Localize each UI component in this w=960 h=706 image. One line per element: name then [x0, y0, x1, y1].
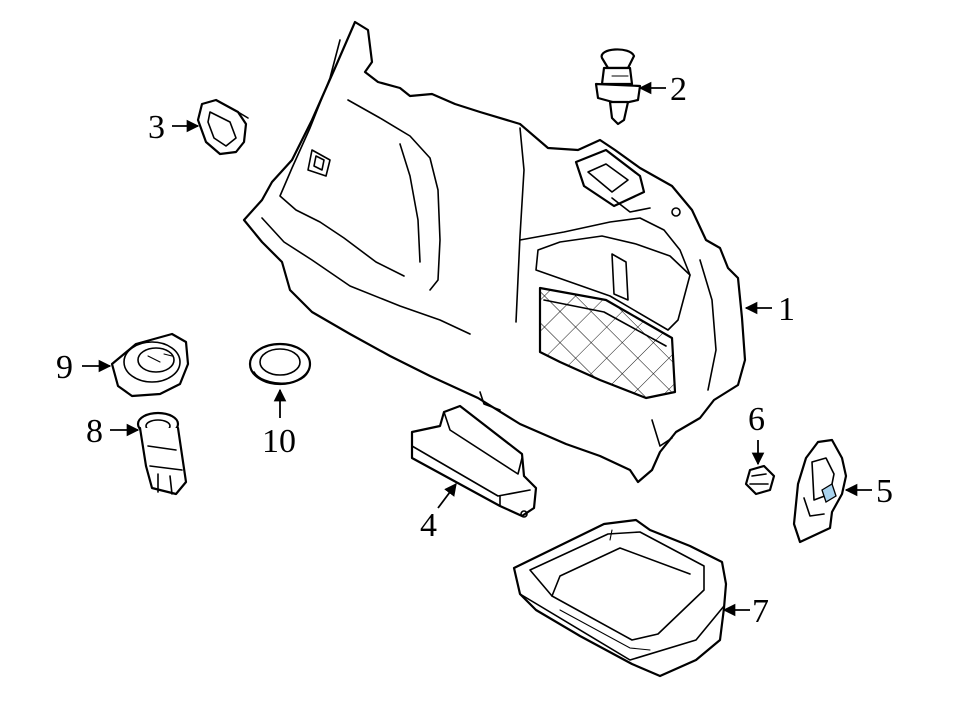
- part-4-trim-bracket[interactable]: [410, 404, 538, 518]
- callout-2: 2: [670, 71, 687, 108]
- leader-lines: [82, 81, 872, 617]
- part-2-push-retainer[interactable]: [594, 48, 642, 126]
- part-6-clip-nut[interactable]: [744, 464, 776, 496]
- callout-7: 7: [752, 593, 769, 630]
- part-7-storage-tray[interactable]: [512, 518, 728, 678]
- callout-6: 6: [748, 401, 765, 438]
- callout-1: 1: [778, 291, 795, 328]
- part-8-power-outlet-housing[interactable]: [136, 411, 188, 496]
- callout-9: 9: [56, 349, 73, 386]
- part-5-trim-end-cover[interactable]: [792, 438, 848, 544]
- part-10-grommet[interactable]: [248, 342, 312, 386]
- part-3-retainer-clip[interactable]: [196, 98, 249, 156]
- callout-4: 4: [420, 507, 437, 544]
- part-9-power-outlet-cover[interactable]: [110, 332, 190, 398]
- part-1-trunk-trim-panel[interactable]: [242, 20, 747, 484]
- callout-5: 5: [876, 473, 893, 510]
- callout-8: 8: [86, 413, 103, 450]
- callout-10: 10: [262, 423, 296, 460]
- callout-labels: 1 2 3 4 5 6 7 8 9 10: [56, 71, 893, 630]
- leader-4: [437, 482, 457, 509]
- callout-3: 3: [148, 109, 165, 146]
